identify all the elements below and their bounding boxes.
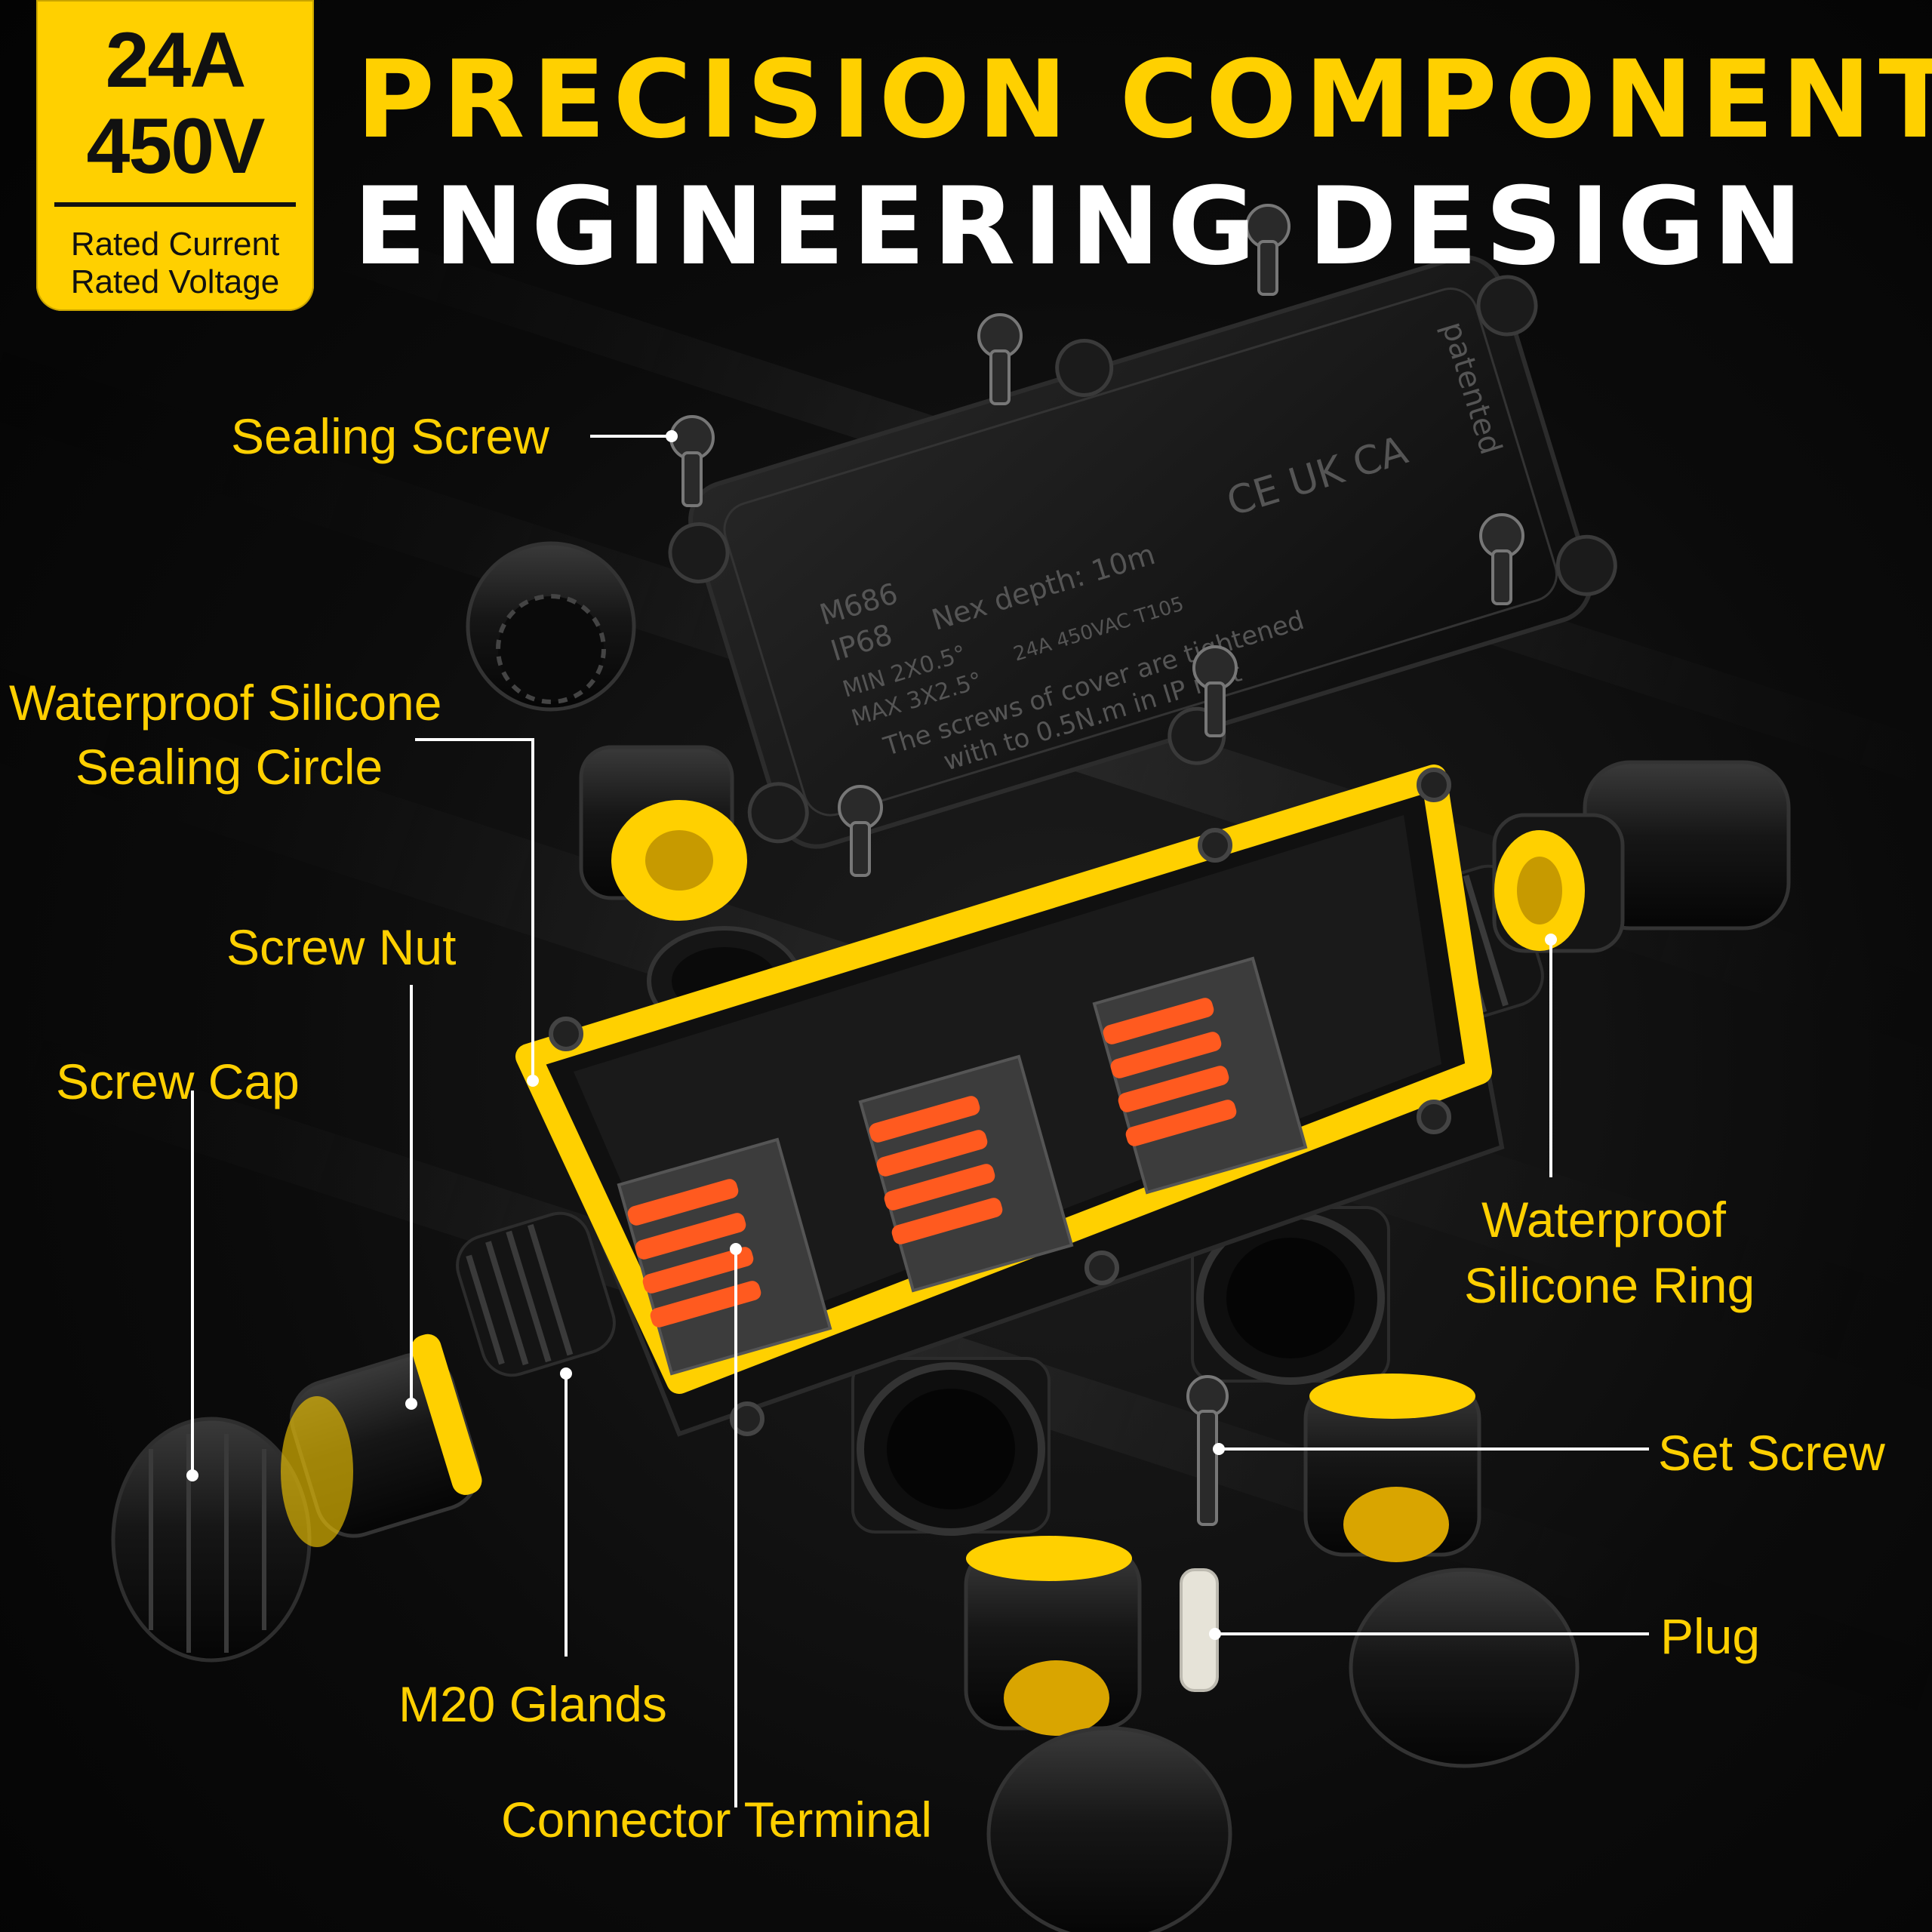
label-sealing-circle-2: Sealing Circle [75, 739, 383, 795]
connector-terminal-3 [1092, 956, 1308, 1195]
connector-terminal-2 [858, 1054, 1074, 1293]
label-m20-glands: M20 Glands [398, 1676, 667, 1732]
silicone-sealing-circle [515, 764, 1492, 1394]
screw-nut-left [281, 1334, 482, 1547]
label-set-screw: Set Screw [1658, 1425, 1885, 1481]
rated-voltage-value: 450V [86, 103, 266, 190]
connector-terminal-1 [617, 1137, 832, 1376]
headline-line-2: ENGINEERING DESIGN [353, 165, 1810, 289]
label-sealing-circle-1: Waterproof Silicone [9, 675, 442, 731]
rating-badge: 24A 450V Rated Current Rated Voltage [36, 0, 314, 311]
gland-insert-bottom [964, 1536, 1142, 1736]
label-connector-terminal: Connector Terminal [501, 1792, 933, 1847]
junction-box-body [456, 764, 1544, 1536]
headline-line-1: PRECISION COMPONENTS [356, 38, 1932, 162]
rated-current-value: 24A [105, 17, 247, 104]
label-sealing-screw: Sealing Screw [231, 408, 549, 464]
rated-current-label: Rated Current [70, 226, 280, 263]
label-screw-nut: Screw Nut [226, 919, 457, 975]
threaded-port-left [456, 1211, 616, 1377]
screw-cap-bottom-right [1349, 1567, 1580, 1768]
junction-box-lid: M686 IP68 Nex depth: 10m MIN 2X0.5° MAX … [668, 254, 1617, 849]
screw-cap-bottom [986, 1726, 1232, 1932]
badge-divider [54, 202, 296, 207]
leader-dots [186, 430, 1557, 1640]
label-screw-cap: Screw Cap [56, 1054, 300, 1109]
screws [669, 204, 1524, 1526]
label-silicone-ring-2: Silicone Ring [1464, 1257, 1755, 1313]
threaded-port-bottom-1 [851, 1357, 1051, 1536]
gland-insert-top-left [579, 745, 747, 921]
gland-right [1492, 760, 1791, 953]
rated-voltage-label: Rated Voltage [70, 263, 280, 300]
gland-insert-bottom-right [1303, 1374, 1481, 1562]
label-silicone-ring-1: Waterproof [1481, 1192, 1727, 1247]
gland-top-left [466, 541, 636, 712]
screw-cap-left [111, 1417, 312, 1663]
leader-lines [191, 435, 1649, 1807]
label-plug: Plug [1660, 1608, 1761, 1664]
